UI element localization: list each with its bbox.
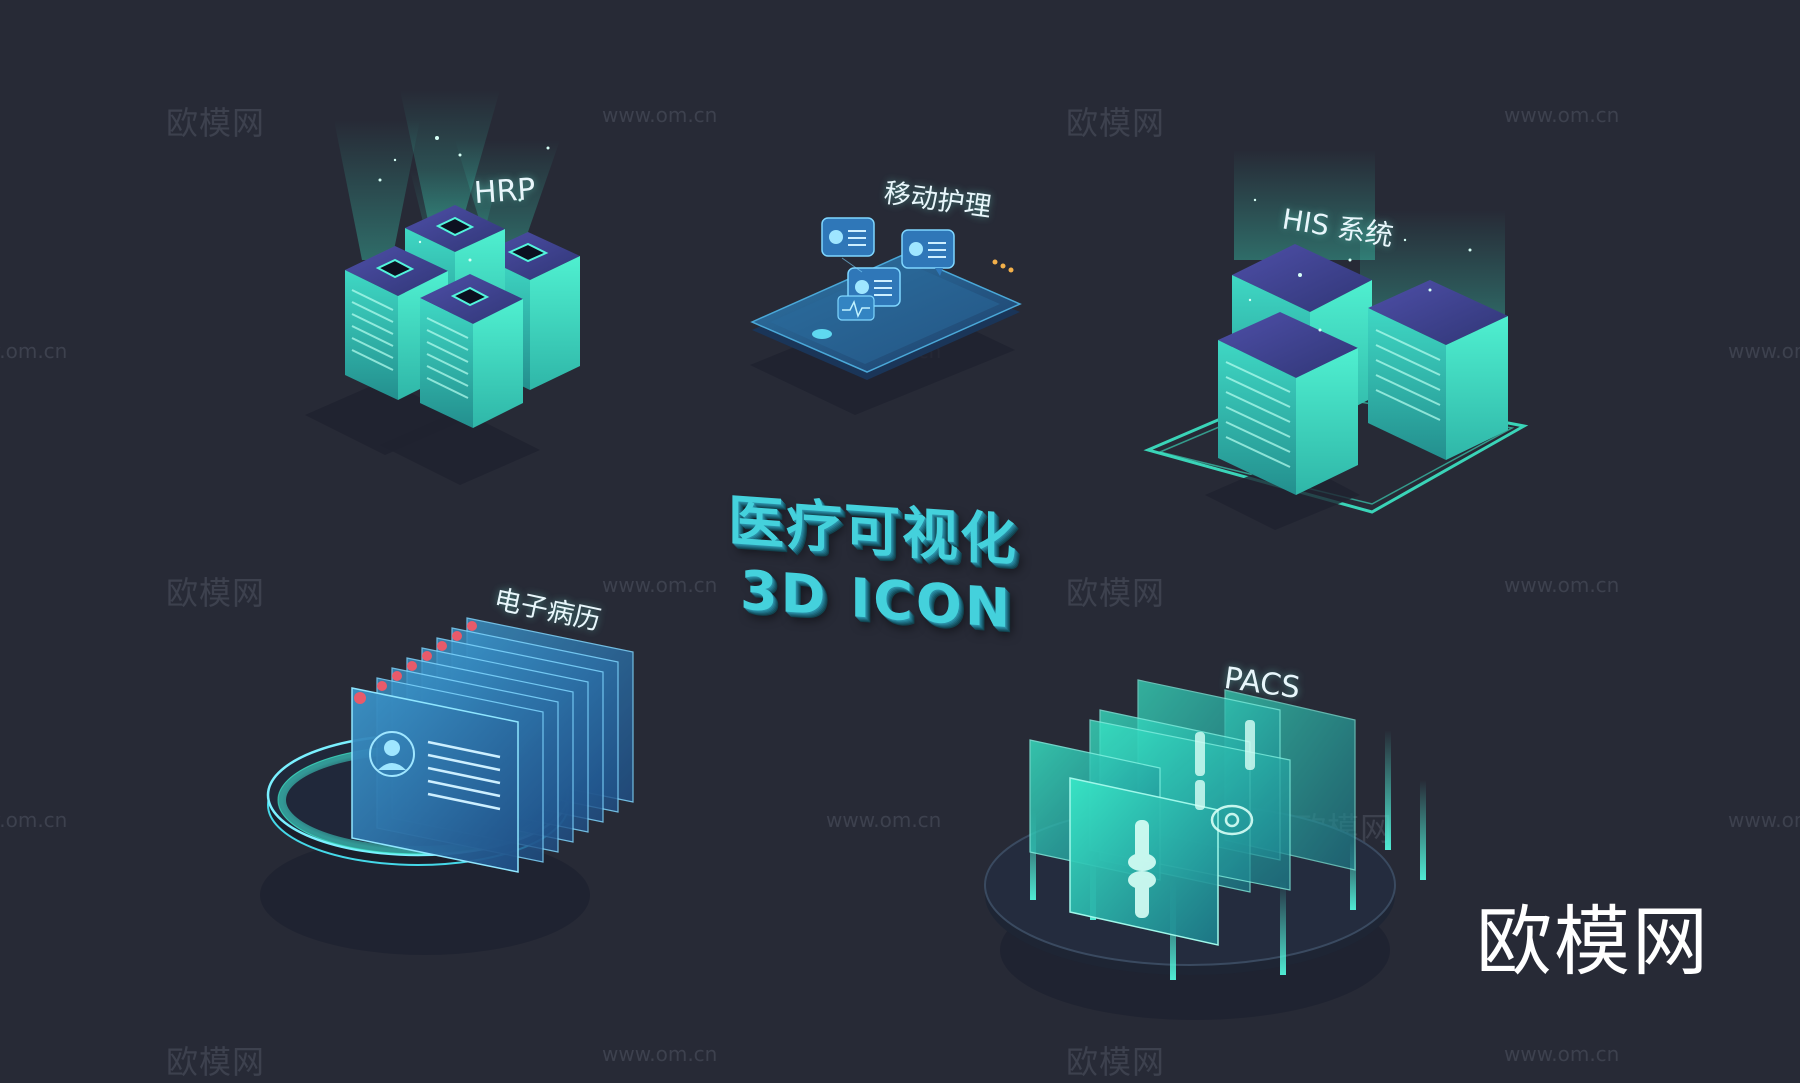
hrp-server-icon xyxy=(305,90,580,485)
hrp-label: HRP xyxy=(472,171,537,212)
brand-logo: 欧模网 xyxy=(1476,897,1710,986)
his-system-icon xyxy=(1143,150,1529,530)
electronic-medical-record-icon xyxy=(260,617,634,955)
pacs-imaging-icon xyxy=(984,679,1426,1020)
mobile-nursing-icon xyxy=(750,217,1022,415)
